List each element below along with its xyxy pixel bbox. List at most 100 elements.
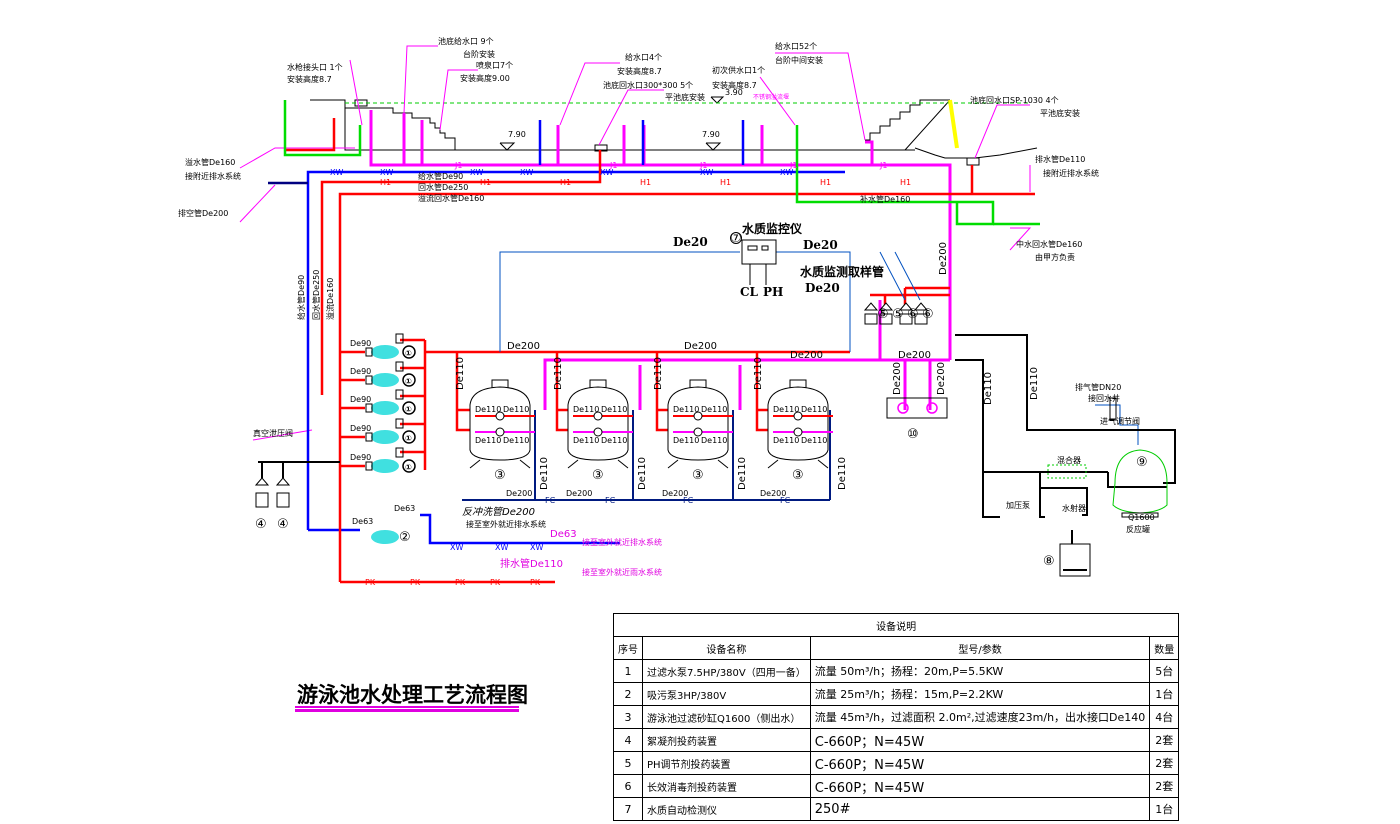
annotation: Q1600 [1128, 513, 1155, 522]
line-code: XW [470, 168, 483, 177]
monitor-title: 水质监控仪 [742, 221, 803, 236]
pipe-size: De200 [898, 350, 931, 361]
water-monitor [741, 239, 777, 265]
pipe-size: De110 [455, 357, 466, 390]
annotation: 接回水井 [1088, 393, 1120, 403]
pipe-size: De110 [737, 457, 748, 490]
annotation: De200 [938, 242, 949, 275]
pipe-size: De110 [673, 436, 699, 445]
line-code: H1 [560, 178, 571, 187]
pipe-size: De110 [601, 436, 627, 445]
cl-label: CL [740, 285, 759, 299]
annotation: 安装高度8.7 [617, 66, 662, 76]
title-underline [295, 706, 519, 709]
row-index: 4 [613, 728, 643, 752]
annotation: De63 [550, 529, 577, 540]
annotation: 进气调节阀 [1100, 416, 1140, 426]
level-mark: 7.90 [508, 130, 526, 139]
line-code: XW [530, 543, 543, 552]
dosing-units [254, 302, 929, 508]
annotation: 安装高度8.7 [712, 80, 757, 90]
line-code: H1 [820, 178, 831, 187]
pipe-size: De200 [790, 350, 823, 361]
pipe-size: De110 [637, 457, 648, 490]
line-code: PK [455, 578, 466, 587]
equipment-number: ③ [494, 468, 506, 483]
annotation: 水枪接头口 1个 [287, 62, 343, 72]
pipe-size: De110 [475, 405, 501, 414]
annotations: 水枪接头口 1个 安装高度8.7 池底给水口 9个 台阶安装 喷泉口7个 安装高… [178, 36, 1155, 577]
supply-pipes [369, 110, 952, 410]
line-code: J1 [609, 161, 617, 170]
equipment-number: ③ [692, 468, 704, 483]
de20-label: De20 [805, 281, 840, 295]
column-header: 型号/参数 [809, 636, 1151, 660]
de20-label: De20 [673, 235, 708, 249]
annotation: 平池底安装 [665, 92, 705, 102]
equipment-spec: 流量 25m³/h；扬程：15m,P=2.2KW [809, 682, 1151, 706]
equipment-number: ① [405, 377, 412, 386]
pipe-size: De200 [760, 489, 786, 498]
annotation: 给水口52个 [775, 41, 817, 51]
line-code: H1 [380, 178, 391, 187]
annotation: 池底给水口 9个 [438, 36, 494, 46]
ozone-generator [1059, 543, 1091, 577]
quantity: 4台 [1149, 705, 1180, 729]
row-index: 6 [613, 774, 643, 798]
monitor-sample-label: 水质监测取样管 [800, 264, 884, 279]
annotation: 接至室外就近排水系统 [582, 537, 662, 547]
equipment-spec: C-660P；N=45W [809, 774, 1151, 798]
pipe-size: De110 [573, 436, 599, 445]
pipe-size: De90 [350, 367, 371, 376]
line-code: XW [780, 168, 793, 177]
table-header: 序号设备名称型号/参数数量 [613, 636, 1180, 660]
pipe-size: De90 [350, 424, 371, 433]
line-code: XW [380, 168, 393, 177]
pipe-size: De110 [801, 405, 827, 414]
line-code: XW [450, 543, 463, 552]
equipment-spec: 流量 45m³/h，过滤面积 2.0m²,过滤速度23m/h，出水接口De140 [809, 705, 1151, 729]
pipe-size: De110 [773, 405, 799, 414]
annotation: 回水管De250 [418, 182, 468, 192]
line-code: PK [490, 578, 501, 587]
pipe-size: De110 [601, 405, 627, 414]
pool-inlet-leaders [239, 45, 1032, 441]
row-index: 3 [613, 705, 643, 729]
dosing-unit [913, 302, 929, 325]
overflow-weir [948, 99, 959, 149]
line-code: H1 [480, 178, 491, 187]
annotation: 补水管De160 [860, 194, 910, 204]
pipe-size: De110 [553, 357, 564, 390]
pipe-size: De110 [701, 436, 727, 445]
de20-label: De20 [803, 238, 838, 252]
annotation: 接至室外就近雨水系统 [582, 567, 662, 577]
annotation: 反应罐 [1126, 524, 1150, 534]
table-caption: 设备说明 [612, 613, 1180, 637]
pipe-size: De110 [701, 405, 727, 414]
equipment-spec: 流量 50m³/h；扬程：20m,P=5.5KW [809, 659, 1151, 683]
annotation: 真空泄压阀 [253, 428, 293, 438]
annotation: 池底回水口300*300 5个 [603, 80, 693, 90]
annotation: 不锈钢溢流堰 [753, 93, 789, 101]
annotation: 平池底安装 [1040, 108, 1080, 118]
monitor-number: ⑦ [730, 231, 742, 246]
annotation: 给水管De90 [296, 275, 306, 320]
quantity: 2套 [1149, 751, 1180, 775]
pipe-size: De90 [350, 453, 371, 462]
equipment-number: ⑨ [1136, 455, 1148, 470]
annotation: 喷泉口7个 [476, 60, 513, 70]
pipe-size: De110 [573, 405, 599, 414]
quantity: 1台 [1149, 682, 1180, 706]
equipment-number: ① [405, 405, 412, 414]
pipe-size: De110 [983, 372, 994, 405]
pipe-size: De110 [539, 457, 550, 490]
